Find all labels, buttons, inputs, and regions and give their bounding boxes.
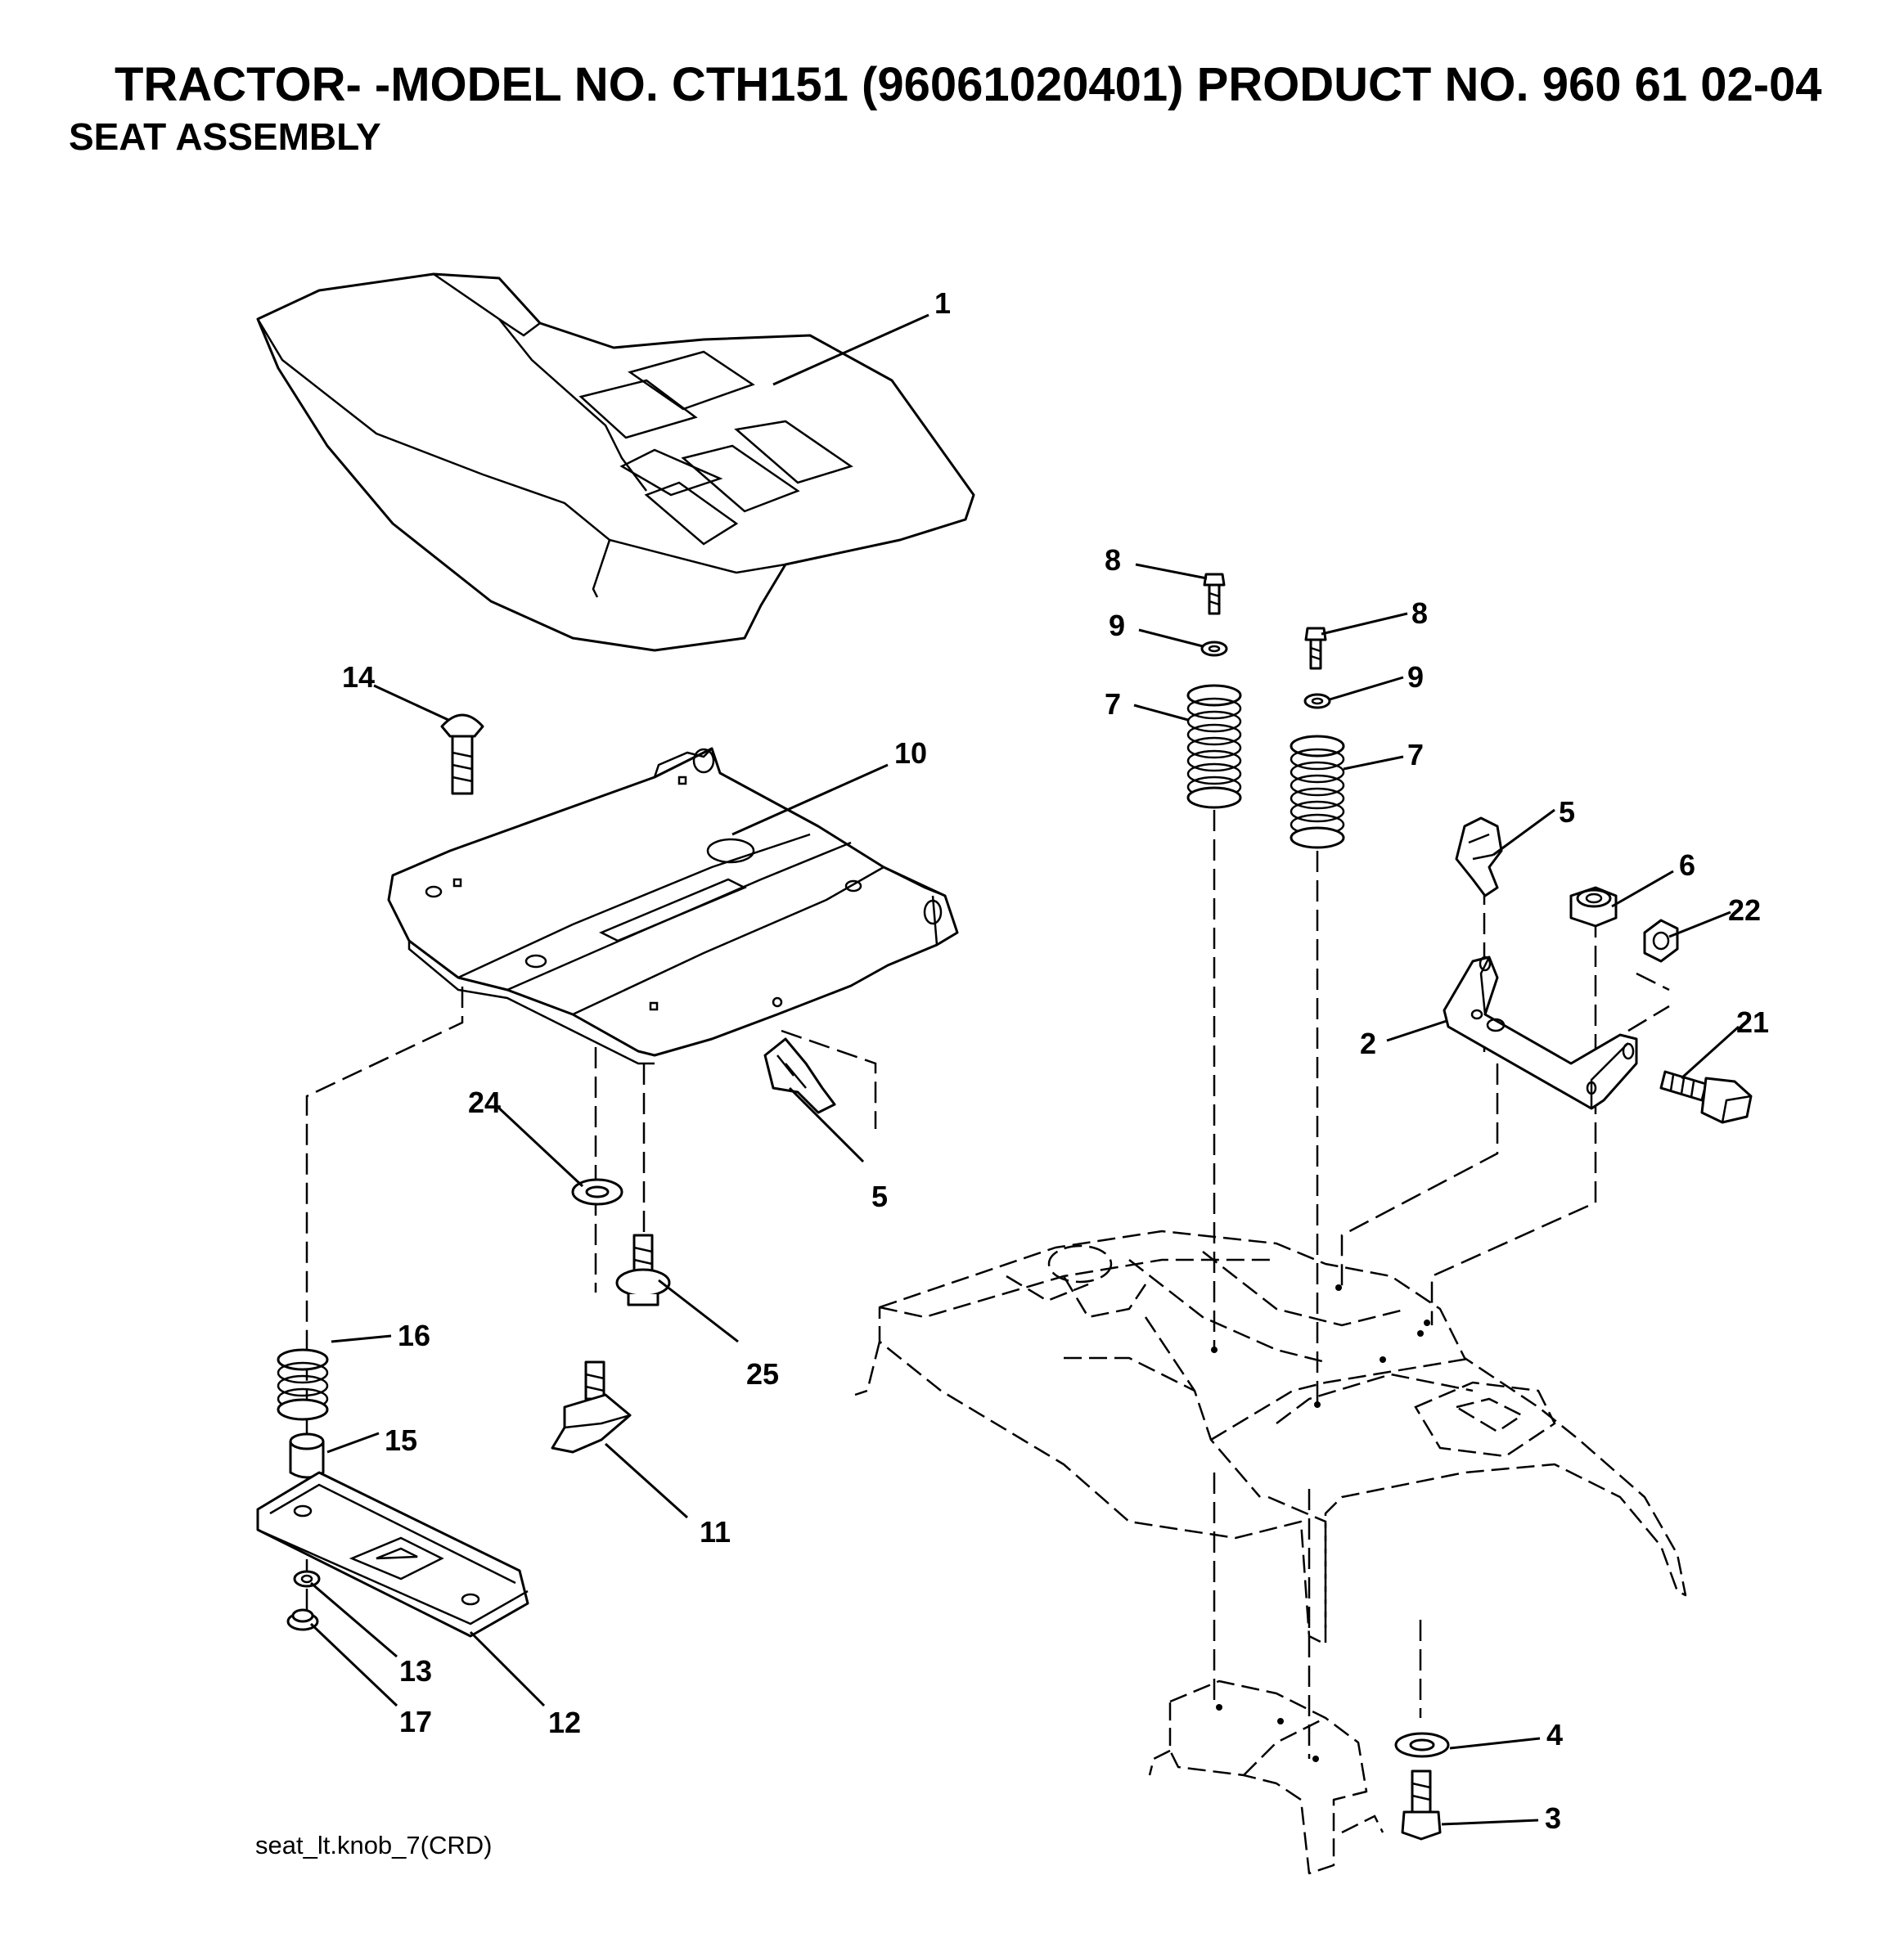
- callout-17: 17: [399, 1705, 432, 1738]
- nut-part-22: [1643, 919, 1679, 963]
- clip-part-5-right: [1455, 816, 1503, 897]
- spring-part-7-right: [1290, 735, 1345, 849]
- callout-3: 3: [1545, 1801, 1561, 1835]
- tractor-frame-outline: [854, 1230, 1687, 1875]
- diagram-reference-code: seat_lt.knob_7(CRD): [255, 1831, 493, 1859]
- bracket-part-2: [1443, 956, 1638, 1110]
- nut-part-13: [293, 1570, 321, 1588]
- callout-numbers: 1 10 14 5 24 25 16 15 11 13 17 12 8 8 9 …: [342, 286, 1769, 1835]
- washer-part-9-right: [1303, 693, 1331, 709]
- clip-part-5-left: [763, 1037, 836, 1114]
- callout-4: 4: [1546, 1718, 1563, 1751]
- bolt-part-21: [1659, 1070, 1753, 1124]
- callout-6: 6: [1679, 848, 1695, 882]
- spring-part-7-left: [1186, 684, 1242, 809]
- callout-8-left: 8: [1105, 543, 1121, 577]
- callout-8-right: 8: [1411, 596, 1428, 630]
- knob-part-11: [551, 1360, 632, 1454]
- callout-2: 2: [1360, 1027, 1376, 1060]
- callout-5-left: 5: [871, 1180, 888, 1213]
- seat-part-1: [256, 272, 975, 652]
- callout-10: 10: [894, 736, 927, 770]
- callout-13: 13: [399, 1654, 432, 1688]
- callout-21: 21: [1736, 1005, 1769, 1039]
- washer-part-24: [571, 1178, 623, 1206]
- spacer-part-15: [289, 1432, 325, 1479]
- seat-pan-part-10: [387, 747, 959, 1065]
- carriage-bolt-part-14: [440, 713, 484, 795]
- bolt-part-8-right: [1304, 627, 1327, 670]
- callout-16: 16: [398, 1319, 430, 1352]
- callout-1: 1: [934, 286, 951, 320]
- page-title: TRACTOR- -MODEL NO. CTH151 (96061020401)…: [115, 58, 1822, 111]
- callout-7-right: 7: [1407, 738, 1424, 771]
- flange-nut-part-17: [286, 1608, 319, 1631]
- bolt-part-25: [615, 1234, 671, 1306]
- callout-24: 24: [468, 1086, 501, 1119]
- callout-9-left: 9: [1109, 609, 1125, 642]
- callout-11: 11: [700, 1515, 731, 1549]
- washer-part-4: [1394, 1732, 1450, 1758]
- frame-holes: [1211, 1284, 1430, 1762]
- callout-5-right: 5: [1559, 795, 1575, 829]
- nut-part-6: [1569, 886, 1618, 928]
- callout-7-left: 7: [1105, 687, 1121, 721]
- callout-22: 22: [1728, 893, 1761, 927]
- page-subtitle: SEAT ASSEMBLY: [69, 115, 381, 158]
- callout-14: 14: [342, 660, 375, 694]
- callout-9-right: 9: [1407, 660, 1424, 694]
- callout-25: 25: [746, 1357, 779, 1391]
- pivot-bracket-part-12: [256, 1471, 529, 1638]
- callout-15: 15: [385, 1423, 417, 1457]
- leader-lines: [309, 313, 1740, 1826]
- washer-part-9-left: [1200, 641, 1228, 657]
- spring-part-16: [277, 1348, 329, 1421]
- bolt-part-8-left: [1203, 573, 1226, 615]
- bolt-part-3: [1401, 1769, 1442, 1841]
- callout-12: 12: [548, 1706, 581, 1739]
